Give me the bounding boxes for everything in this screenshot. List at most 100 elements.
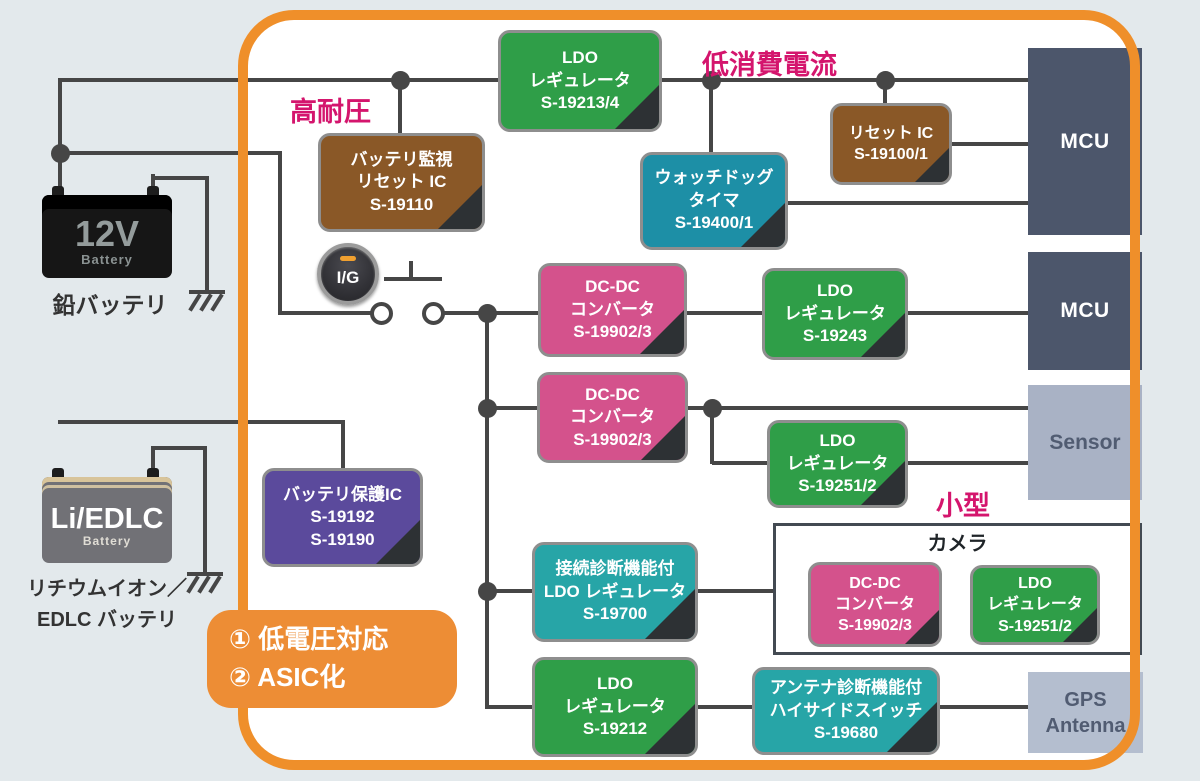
ic-line: S-19243 xyxy=(802,326,868,346)
wire xyxy=(151,174,155,192)
ic-line: アンテナ診断機能付 xyxy=(769,678,923,698)
switch-contact xyxy=(370,302,393,325)
ic-line: LDO xyxy=(819,431,856,451)
lead-battery-caption: 鉛バッテリ xyxy=(52,292,168,318)
label-compact: 小型 xyxy=(936,491,990,521)
ic-line: リセット IC xyxy=(356,172,447,192)
ic-line: S-19213/4 xyxy=(540,93,620,113)
ground-icon xyxy=(188,290,229,316)
battery-terminal xyxy=(52,186,64,196)
ic-block-conn-ldo-s19700: 接続診断機能付 LDO レギュレータ S-19700 xyxy=(532,542,698,642)
load-label: GPS xyxy=(1064,688,1107,711)
ic-line: S-19190 xyxy=(310,529,375,549)
lead-battery: 12V Battery xyxy=(42,195,172,278)
ic-line: S-19110 xyxy=(369,194,434,214)
ic-line: レギュレータ xyxy=(529,70,631,90)
wire xyxy=(444,311,1028,315)
feature-badge-line-1: ① 低電圧対応 xyxy=(229,624,389,655)
ic-line: バッテリ保護IC xyxy=(283,484,402,504)
load-block-mcu-1: MCU xyxy=(1028,48,1142,235)
corner-fold xyxy=(375,519,420,564)
junction-dot xyxy=(703,399,722,418)
ic-line: ウォッチドッグ xyxy=(654,168,774,188)
label-high-voltage: 高耐圧 xyxy=(290,97,371,127)
ic-block-dcdc-s19902-b: DC-DC コンバータ S-19902/3 xyxy=(537,372,688,463)
wire xyxy=(883,78,887,105)
ignition-indicator xyxy=(340,256,356,261)
ic-line: S-19902/3 xyxy=(573,429,652,449)
switch-lever-tick xyxy=(409,261,413,279)
battery-terminal xyxy=(147,186,159,196)
ic-block-ldo-s19243: LDO レギュレータ S-19243 xyxy=(762,268,908,360)
battery-voltage: Li/EDLC xyxy=(50,502,164,535)
ic-line: S-19212 xyxy=(582,719,648,739)
wire xyxy=(341,420,345,470)
junction-dot xyxy=(478,304,497,323)
battery-sub: Battery xyxy=(82,533,132,548)
junction-dot xyxy=(876,71,895,90)
ic-block-ldo-s19213: LDO レギュレータ S-19213/4 xyxy=(498,30,662,132)
battery-sub: Battery xyxy=(81,252,133,267)
ic-line: レギュレータ xyxy=(987,596,1083,614)
ic-block-protection-s19192: バッテリ保護IC S-19192 S-19190 xyxy=(262,468,423,567)
ground-icon xyxy=(186,572,227,598)
wire xyxy=(950,142,1030,146)
ic-line: コンバータ xyxy=(834,595,915,613)
ic-block-ldo-s19212: LDO レギュレータ S-19212 xyxy=(532,657,698,757)
wire xyxy=(710,406,714,464)
wire xyxy=(58,78,62,196)
wire xyxy=(205,176,209,292)
ic-line: コンバータ xyxy=(570,407,655,427)
wire xyxy=(60,151,282,155)
ic-block-antenna-switch-s19680: アンテナ診断機能付 ハイサイドスイッチ S-19680 xyxy=(752,667,940,755)
ic-line: S-19680 xyxy=(813,723,879,743)
ic-line: S-19251/2 xyxy=(998,617,1072,635)
ignition-button: I/G xyxy=(317,243,379,305)
ic-line: レギュレータ xyxy=(784,303,886,323)
ic-line: タイマ xyxy=(688,190,740,210)
ic-line: バッテリ監視 xyxy=(350,149,453,169)
load-label: Sensor xyxy=(1049,430,1121,454)
camera-group-label: カメラ xyxy=(927,533,988,555)
ic-block-monitor-s19110: バッテリ監視 リセット IC S-19110 xyxy=(318,133,485,232)
battery-voltage: 12V xyxy=(74,213,140,254)
junction-dot xyxy=(391,71,410,90)
wire xyxy=(487,406,1028,410)
switch-lever xyxy=(384,277,442,281)
ic-line: レギュレータ xyxy=(786,453,889,473)
battery-terminal xyxy=(52,468,64,478)
wire xyxy=(58,420,343,424)
wire xyxy=(278,151,282,314)
feature-badge-line-2: ② ASIC化 xyxy=(229,662,346,692)
junction-dot xyxy=(478,582,497,601)
ic-line: リセット IC xyxy=(848,124,934,142)
wire xyxy=(709,78,713,154)
ic-line: LDO xyxy=(1018,575,1052,593)
ic-line: 接続診断機能付 xyxy=(555,559,675,579)
ic-line: S-19902/3 xyxy=(573,322,652,342)
load-block-gps-antenna: GPS Antenna xyxy=(1028,672,1143,753)
wire xyxy=(398,78,402,135)
load-label: MCU xyxy=(1060,129,1110,153)
li-edlc-battery: Li/EDLC Battery xyxy=(42,477,172,563)
load-label: Antenna xyxy=(1045,714,1126,737)
battery-terminal xyxy=(147,468,159,478)
wire xyxy=(153,176,209,180)
ic-block-dcdc-s19902-c: DC-DC コンバータ S-19902/3 xyxy=(808,562,942,647)
ic-line: S-19192 xyxy=(310,507,375,527)
ic-block-watchdog-s19400: ウォッチドッグ タイマ S-19400/1 xyxy=(640,152,788,250)
wire xyxy=(153,446,207,450)
ic-line: DC-DC xyxy=(849,574,901,592)
wire xyxy=(203,446,207,574)
ic-line: LDO レギュレータ xyxy=(543,581,687,601)
ic-line: S-19400/1 xyxy=(674,213,754,233)
ic-line: LDO xyxy=(817,281,853,301)
feature-badge: ① 低電圧対応 ② ASIC化 xyxy=(207,610,457,708)
wire xyxy=(151,446,155,472)
ic-line: S-19902/3 xyxy=(838,617,912,635)
ic-line: レギュレータ xyxy=(564,696,666,716)
ic-line: DC-DC xyxy=(585,277,640,297)
ic-block-ldo-s19251-b: LDO レギュレータ S-19251/2 xyxy=(970,565,1100,645)
ignition-label: I/G xyxy=(336,268,360,287)
junction-dot xyxy=(51,144,70,163)
